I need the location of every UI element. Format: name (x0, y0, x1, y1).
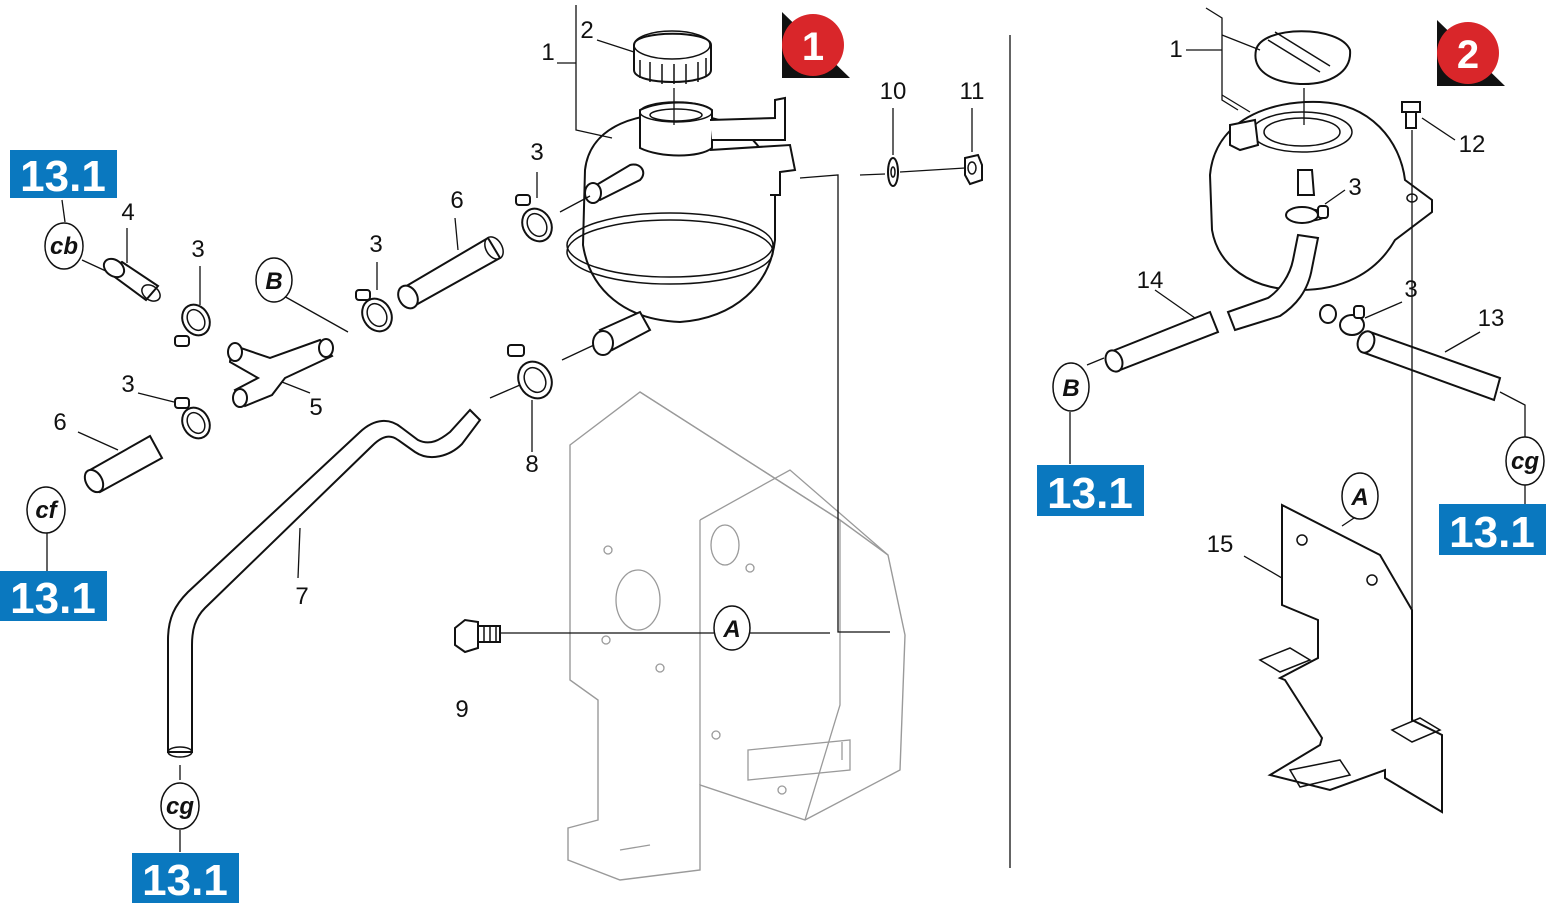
part-label-10: 10 (880, 78, 907, 105)
section-ref-cg-2: 13.1 (1439, 504, 1546, 557)
clamp-8 (507, 344, 553, 400)
part-label-8: 8 (525, 451, 538, 478)
hose-7 (167, 408, 482, 758)
clamp-3-b (355, 289, 393, 333)
hose-13 (1356, 330, 1502, 402)
view-1: 1 cb cf cg B A 1 2 3 3 3 3 (0, 5, 984, 905)
bolt-12 (1401, 101, 1421, 129)
connector-b-2: B (1052, 362, 1090, 412)
part-label-15: 15 (1207, 531, 1234, 558)
section-ref-cf: 13.1 (0, 571, 107, 623)
hose-clamps (174, 194, 553, 440)
part-label-3: 3 (121, 371, 134, 398)
part-label-1: 1 (1169, 36, 1182, 63)
hose-6-upper (397, 236, 504, 310)
svg-text:13.1: 13.1 (142, 856, 228, 905)
svg-text:B: B (1062, 375, 1079, 402)
washer-10 (887, 157, 899, 187)
nut-11 (964, 153, 983, 186)
expansion-tank (566, 96, 797, 356)
connector-a-2: A (1341, 472, 1379, 520)
part-label-5: 5 (309, 394, 322, 421)
part-label-3: 3 (1404, 276, 1417, 303)
part-label-2: 2 (580, 17, 593, 44)
part-label-7: 7 (295, 583, 308, 610)
view-marker-2-label: 2 (1457, 33, 1479, 77)
tank-cap (633, 30, 712, 84)
clamp-3-a (174, 303, 211, 347)
part-label-14: 14 (1137, 267, 1164, 294)
svg-text:cf: cf (35, 497, 58, 524)
part-numbers: 1 2 3 3 3 3 4 5 6 6 7 8 9 10 11 (53, 17, 984, 723)
svg-text:A: A (1350, 484, 1368, 511)
connector-cg: cg (160, 782, 200, 830)
connector-a: A (713, 605, 751, 651)
part-label-3: 3 (369, 231, 382, 258)
svg-text:13.1: 13.1 (10, 574, 96, 623)
bolt-9 (454, 618, 501, 654)
part-label-4: 4 (121, 199, 134, 226)
section-ref-cb: 13.1 (10, 150, 117, 201)
connector-cb: cb (44, 222, 84, 270)
hose-6-lower (83, 434, 164, 494)
connector-b: B (255, 257, 293, 303)
svg-text:A: A (722, 616, 740, 643)
svg-text:13.1: 13.1 (1449, 508, 1535, 557)
part-label-9: 9 (455, 696, 468, 723)
clamp-3-d (174, 397, 211, 440)
t-connector-5 (227, 338, 334, 408)
part-label-6: 6 (450, 187, 463, 214)
view-marker-1-label: 1 (802, 25, 824, 69)
view-marker-1: 1 (782, 12, 850, 78)
svg-text:13.1: 13.1 (20, 152, 106, 201)
part-label-1: 1 (541, 39, 554, 66)
part-label-3: 3 (191, 236, 204, 263)
expansion-tank-2 (1208, 100, 1433, 292)
part-label-11: 11 (960, 78, 985, 105)
leader-lines (46, 5, 973, 852)
hose-14 (1104, 233, 1320, 373)
svg-text:B: B (265, 268, 282, 295)
hose-4 (102, 257, 161, 302)
clamp-3-c (515, 194, 553, 243)
leader-lines-2 (1069, 7, 1526, 722)
connector-cg-2: cg (1505, 436, 1545, 486)
part-label-6: 6 (53, 409, 66, 436)
view-2: 2 B cg A 1 3 3 12 13 14 15 13.1 (1037, 7, 1546, 814)
svg-text:cg: cg (1511, 448, 1539, 475)
section-ref-cg: 13.1 (132, 853, 239, 905)
part-label-12: 12 (1459, 131, 1486, 158)
tank-cap-2 (1254, 30, 1352, 86)
svg-text:cg: cg (166, 793, 194, 820)
part-numbers-2: 1 3 3 12 13 14 15 (1137, 36, 1505, 558)
part-label-13: 13 (1478, 305, 1505, 332)
svg-text:13.1: 13.1 (1047, 469, 1133, 518)
connector-cf: cf (26, 486, 66, 534)
bracket-15 (1258, 503, 1443, 814)
hose-clamps-2 (1285, 169, 1365, 336)
part-label-3: 3 (1348, 174, 1361, 201)
part-label-3: 3 (530, 139, 543, 166)
view-marker-2: 2 (1437, 20, 1505, 86)
svg-text:cb: cb (50, 233, 78, 260)
section-ref-b: 13.1 (1037, 465, 1144, 518)
